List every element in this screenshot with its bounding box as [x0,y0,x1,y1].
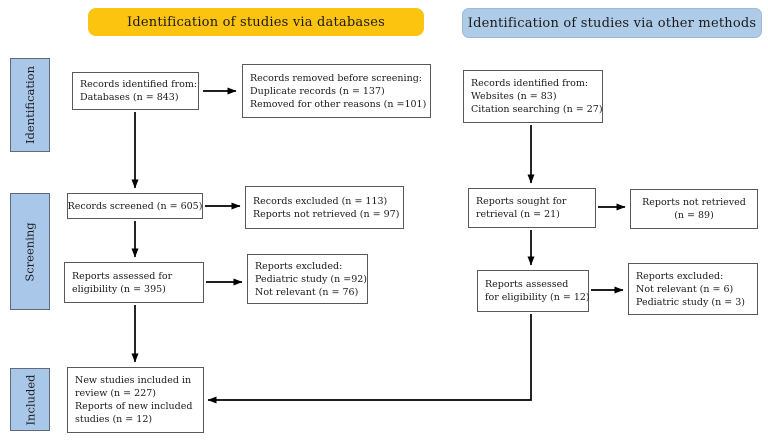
box-records-identified-databases: Records identified from: Databases (n = … [72,72,199,110]
box-reports-excluded-other: Reports excluded: Not relevant (n = 6) P… [628,263,758,315]
box-reports-assessed-databases: Reports assessed for eligibility (n = 39… [64,262,204,303]
stage-screening: Screening [10,193,50,310]
box-line: Reports not retrieved [642,197,746,208]
banner-databases-label: Identification of studies via databases [127,14,385,30]
box-line: Reports not retrieved (n = 97) [253,208,400,220]
box-line: Reports sought for [476,196,567,207]
box-line: (n = 89) [674,210,714,221]
box-line: retrieval (n = 21) [476,209,560,220]
box-reports-sought: Reports sought for retrieval (n = 21) [468,188,596,228]
box-line: Removed for other reasons (n =101) [250,98,427,110]
box-line: studies (n = 12) [75,414,153,425]
box-line: Records identified from: [471,78,589,89]
box-line: for eligibility (n = 12) [485,292,590,303]
box-line: Duplicate records (n = 137) [250,85,385,97]
stage-included-label: Included [23,373,38,426]
banner-databases: Identification of studies via databases [88,8,424,36]
box-records-screened: Records screened (n = 605) [67,193,203,219]
banner-other-methods: Identification of studies via other meth… [462,8,762,38]
stage-identification: Identification [10,58,50,152]
box-line: New studies included in [75,375,192,386]
box-records-identified-other: Records identified from: Websites (n = 8… [463,70,603,123]
box-line: Not relevant (n = 76) [255,286,359,298]
box-records-removed: Records removed before screening: Duplic… [242,64,431,118]
box-line: Websites (n = 83) [471,91,557,102]
box-line: Reports assessed [485,279,569,290]
box-line: Reports of new included [75,401,193,412]
arrow-other-assessed-to-included [207,314,532,404]
box-reports-not-retrieved: Reports not retrieved (n = 89) [630,189,758,229]
box-reports-assessed-other: Reports assessed for eligibility (n = 12… [477,270,590,312]
box-line: Records identified from: [80,79,198,90]
box-line: Reports excluded: [636,270,724,282]
box-line: Pediatric study (n =92) [255,273,367,285]
box-line: Reports assessed for [72,270,173,282]
stage-screening-label: Screening [23,221,37,282]
box-line: Records removed before screening: [250,72,422,84]
box-line: Pediatric study (n = 3) [636,296,745,308]
box-line: Citation searching (n = 27) [471,104,603,115]
box-reports-excluded-databases: Reports excluded: Pediatric study (n =92… [247,254,368,304]
stage-included: Included [10,368,50,431]
box-records-excluded: Records excluded (n = 113) Reports not r… [245,186,404,229]
box-line: Reports excluded: [255,260,343,272]
stage-identification-label: Identification [23,65,38,145]
box-line: Databases (n = 843) [80,92,179,103]
box-line: Records screened (n = 605) [67,200,203,212]
box-line: eligibility (n = 395) [72,283,166,295]
banner-other-methods-label: Identification of studies via other meth… [467,15,757,31]
box-line: Records excluded (n = 113) [253,195,388,207]
box-line: review (n = 227) [75,388,157,399]
box-new-studies-included: New studies included in review (n = 227)… [67,367,204,433]
box-line: Not relevant (n = 6) [636,283,734,295]
